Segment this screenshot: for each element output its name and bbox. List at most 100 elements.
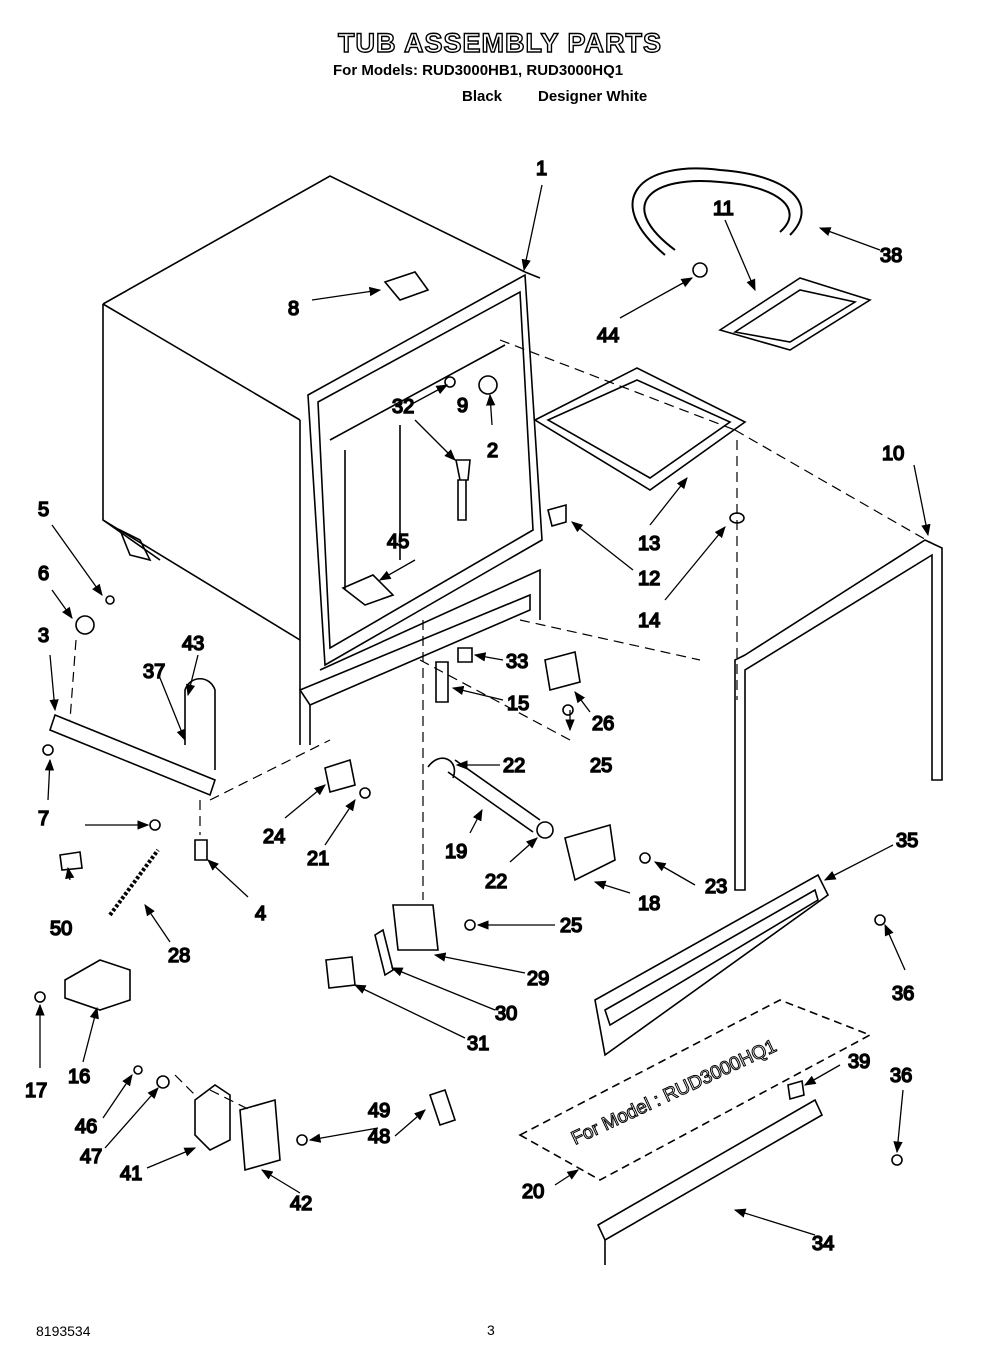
label-part-15: 15 [507,693,529,715]
label-part-14: 14 [638,610,660,632]
document-number: 8193534 [36,1323,91,1339]
label-part-31: 31 [467,1033,489,1055]
label-part-4: 4 [255,903,266,925]
label-part-8: 8 [288,298,299,320]
label-part-3: 3 [38,625,49,647]
part-24-clip [324,758,356,794]
label-part-39: 39 [848,1051,870,1073]
label-part-2: 2 [487,440,498,462]
part-41-bracket [194,1084,231,1151]
label-part-5: 5 [38,499,49,521]
part-42-cover [239,1098,281,1172]
label-part-13: 13 [638,533,660,555]
label-part-26: 26 [592,713,614,735]
label-part-30: 30 [495,1003,517,1025]
page-title: TUB ASSEMBLY PARTS [337,27,663,58]
part-36-screw-b [891,1154,903,1166]
label-part-1: 1 [536,158,547,180]
part-19-hose [447,759,541,833]
label-part-24: 24 [263,826,285,848]
label-part-17: 17 [25,1080,47,1102]
label-part-9: 9 [457,395,468,417]
part-13-rim [533,367,747,491]
part-labels: 1 2 3 4 5 6 7 8 9 10 11 12 13 14 15 16 1… [24,157,919,1256]
label-part-32: 32 [392,396,414,418]
label-part-35: 35 [896,830,918,852]
part-32-post [455,459,471,521]
part-47-washer [156,1075,170,1089]
part-34-kickplate [596,1098,824,1265]
part-20-panel [518,999,872,1181]
page-number: 3 [487,1322,495,1338]
part-49-screw [296,1134,308,1146]
part-31-plate [325,956,356,989]
label-part-25b: 25 [560,915,582,937]
part-23-screw [639,852,651,864]
part-36-screw-a [874,914,886,926]
part-46-screw [133,1065,143,1075]
label-part-23: 23 [705,876,727,898]
leader-lines [35,184,931,1236]
part-6-grommet [75,615,95,635]
part-22-clamp-a [427,757,456,779]
label-part-16: 16 [68,1066,90,1088]
part-4-foot [194,839,208,861]
tub-cabinet [102,175,541,745]
part-28-spring [108,848,160,917]
part-10-strip [734,539,943,891]
tub-door-frame [298,273,543,745]
label-part-41: 41 [120,1163,142,1185]
part-18-valve [564,823,616,882]
part-12-clip [547,503,567,527]
part-44-clamp [692,262,708,278]
label-part-47: 47 [80,1146,102,1168]
part-11-grille [718,277,872,351]
part-22-clamp-b [536,821,554,839]
label-part-12: 12 [638,568,660,590]
part-38-hose [631,167,803,256]
part-29-latch [392,904,439,951]
part-25-screw-a [562,704,574,716]
part-15-spacer [435,661,449,703]
panel-stamp-text: For Model : RUD3000HQ1 [568,1036,780,1150]
label-part-36b: 36 [890,1065,912,1087]
part-30-arm [374,928,394,977]
assembly-dash-lines [69,339,936,1111]
label-part-10: 10 [882,443,904,465]
label-part-38: 38 [880,245,902,267]
label-part-45: 45 [387,531,409,553]
label-part-42: 42 [290,1193,312,1215]
label-part-44: 44 [597,325,619,347]
part-16-hinge [64,959,131,1011]
part-48-clip [428,1088,457,1127]
part-8-bracket [383,271,430,301]
part-39-clip [787,1079,805,1101]
part-50-tag [59,851,83,871]
part-25-screw-b [464,919,476,931]
label-part-22b: 22 [485,871,507,893]
label-part-36a: 36 [892,983,914,1005]
part-17-screw [34,991,46,1003]
part-26-switch [544,651,581,691]
part-45-clip [341,574,395,606]
label-part-22a: 22 [503,755,525,777]
label-part-25a: 25 [590,755,612,777]
label-part-20: 20 [522,1181,544,1203]
part-20-stamp: For Model : RUD3000HQ1 [568,1035,781,1150]
label-part-37: 37 [143,661,165,683]
models-line: For Models: RUD3000HB1, RUD3000HQ1 [333,62,624,79]
variant-black: Black [462,88,503,105]
label-part-7: 7 [38,808,49,830]
part-7-screw-a [42,744,54,756]
part-2-fitting [478,375,498,395]
label-part-19: 19 [445,841,467,863]
part-5-screw [105,595,115,605]
label-part-28: 28 [168,945,190,967]
label-part-21: 21 [307,848,329,870]
part-3-rail [49,713,216,797]
part-35-toe-panel [594,873,830,1057]
part-37-tube [184,677,216,770]
label-part-48: 48 [368,1126,390,1148]
part-21-screw [359,787,371,799]
